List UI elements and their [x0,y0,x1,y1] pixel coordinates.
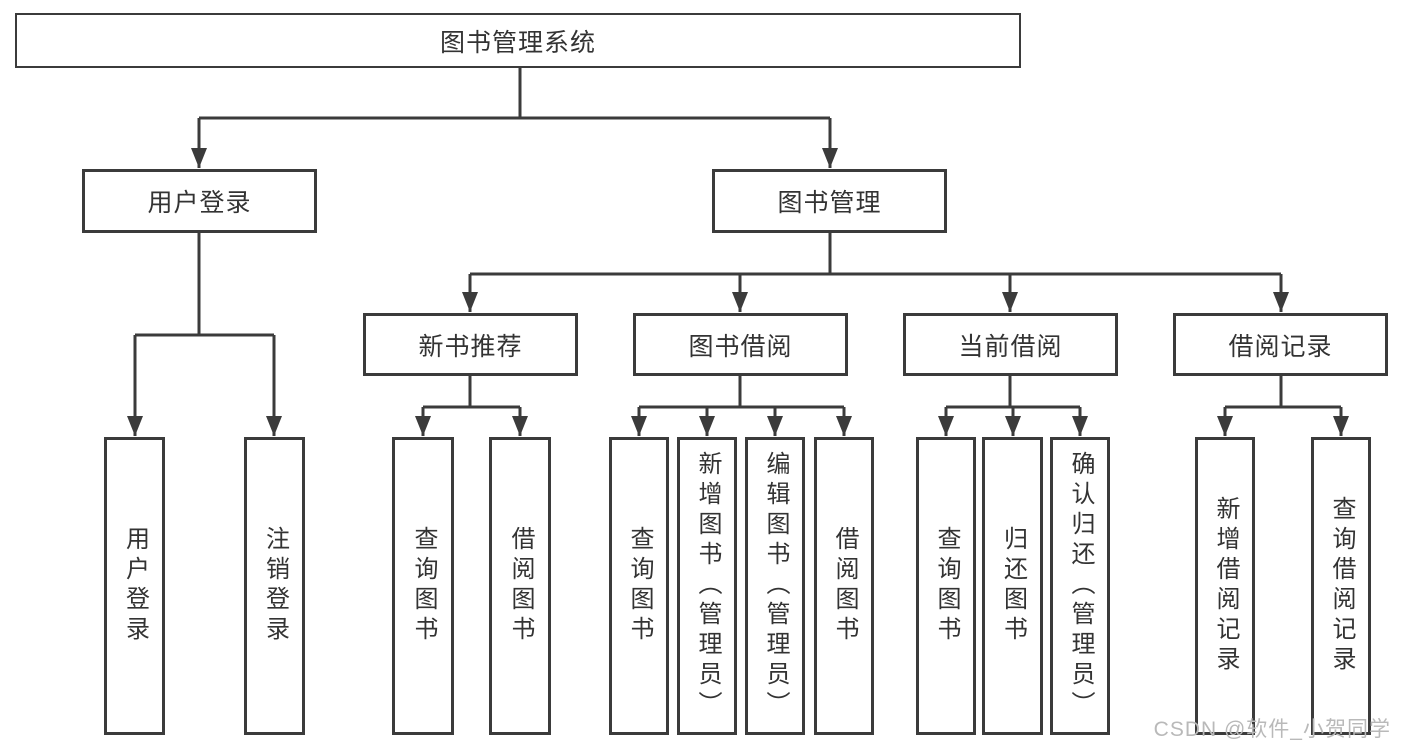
leaf-borrow-books-label: 借阅图书 [831,526,858,646]
leaf-add-book-admin: 新增图书（管理员） [677,437,737,735]
leaf-add-borrow-record-label: 新增借阅记录 [1212,496,1239,676]
node-current-borrow: 当前借阅 [903,313,1118,376]
leaf-logout: 注销登录 [244,437,305,735]
leaf-query-books-borrow: 查询图书 [609,437,669,735]
leaf-borrow-books-recommend: 借阅图书 [489,437,551,735]
leaf-query-books-borrow-label: 查询图书 [626,526,653,646]
leaf-return-book: 归还图书 [982,437,1043,735]
node-root-system: 图书管理系统 [15,13,1021,68]
leaf-logout-label: 注销登录 [261,526,289,646]
node-book-management: 图书管理 [712,169,947,233]
node-user-login-branch: 用户登录 [82,169,317,233]
leaf-add-borrow-record: 新增借阅记录 [1195,437,1255,735]
leaf-query-books-current: 查询图书 [916,437,976,735]
leaf-query-borrow-record-label: 查询借阅记录 [1328,496,1355,676]
node-new-book-recommend: 新书推荐 [363,313,578,376]
leaf-edit-book-admin-label: 编辑图书（管理员） [762,451,789,721]
leaf-borrow-books: 借阅图书 [814,437,874,735]
leaf-user-login: 用户登录 [104,437,165,735]
leaf-query-borrow-record: 查询借阅记录 [1311,437,1371,735]
leaf-borrow-books-recommend-label: 借阅图书 [507,526,534,646]
leaf-confirm-return-admin-label: 确认归还（管理员） [1067,451,1094,721]
leaf-add-book-admin-label: 新增图书（管理员） [694,451,721,721]
leaf-query-books-recommend-label: 查询图书 [410,526,437,646]
watermark: CSDN @软件_小贺同学 [1153,718,1391,741]
leaf-return-book-label: 归还图书 [999,526,1027,646]
leaf-user-login-label: 用户登录 [121,526,149,646]
node-borrow-records: 借阅记录 [1173,313,1388,376]
node-book-borrow: 图书借阅 [633,313,848,376]
leaf-edit-book-admin: 编辑图书（管理员） [745,437,805,735]
leaf-query-books-current-label: 查询图书 [933,526,960,646]
leaf-query-books-recommend: 查询图书 [392,437,454,735]
leaf-confirm-return-admin: 确认归还（管理员） [1050,437,1110,735]
